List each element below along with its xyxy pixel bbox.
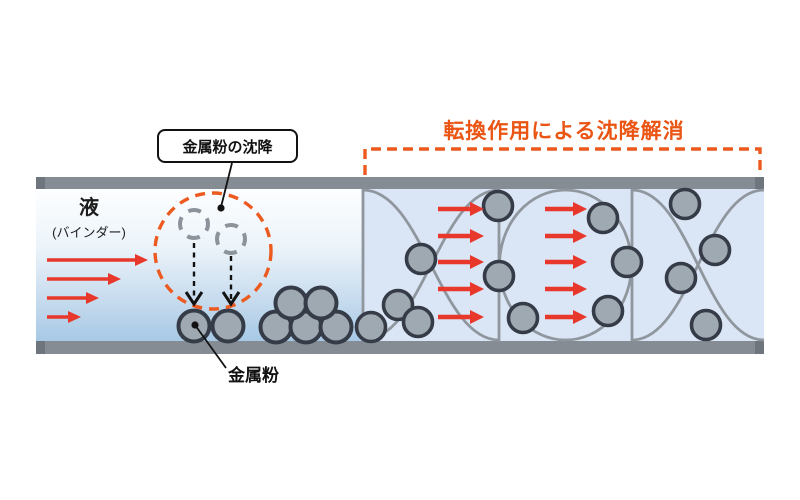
mixer-zone-bracket	[363, 147, 762, 175]
liquid-label: 液	[79, 197, 99, 219]
sedimentation-callout: 金属粉の沈降	[157, 129, 298, 163]
metal-powder-label: 金属粉	[228, 366, 279, 385]
pipe-walls	[36, 177, 764, 354]
sedimentation-callout-label: 金属粉の沈降	[182, 138, 273, 156]
binder-label: (バインダー)	[52, 225, 126, 240]
sedimentation-highlight-circle	[153, 191, 273, 311]
diagram-title: 転換作用による沈降解消	[443, 120, 685, 143]
leader-lines	[191, 162, 233, 369]
settled-metal-powder	[176, 285, 354, 345]
dispersed-metal-powder	[354, 187, 732, 344]
uniform-flow-arrows	[438, 202, 587, 324]
flow-velocity-arrows	[47, 254, 148, 323]
